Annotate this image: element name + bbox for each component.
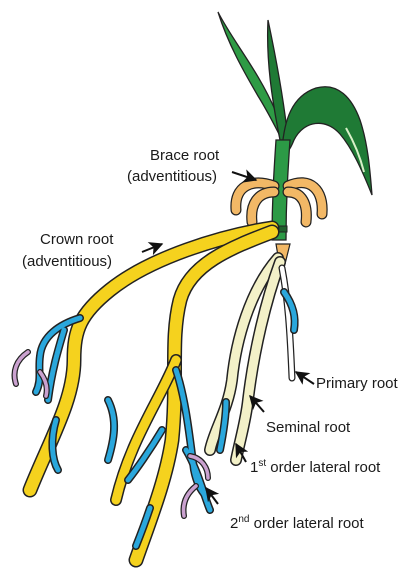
primary-root	[282, 268, 292, 378]
arrow-crown-root	[142, 244, 162, 252]
primary-root-label: Primary root	[316, 375, 399, 392]
second-order-lateral-root-label: 2nd order lateral root	[230, 514, 365, 532]
center-leaf	[268, 20, 288, 140]
seminal-root-label: Seminal root	[266, 419, 351, 436]
brace-root-label: Brace root	[150, 147, 220, 164]
first-order-lateral-root-label: 1st order lateral root	[250, 458, 381, 476]
brace-root-sublabel: (adventitious)	[127, 168, 217, 185]
arrow-brace-root	[232, 172, 256, 180]
crown-root-label: Crown root	[40, 231, 114, 248]
primary-root-group	[282, 268, 292, 378]
crown-root-sublabel: (adventitious)	[22, 253, 112, 270]
arrow-primary-root	[296, 372, 314, 384]
